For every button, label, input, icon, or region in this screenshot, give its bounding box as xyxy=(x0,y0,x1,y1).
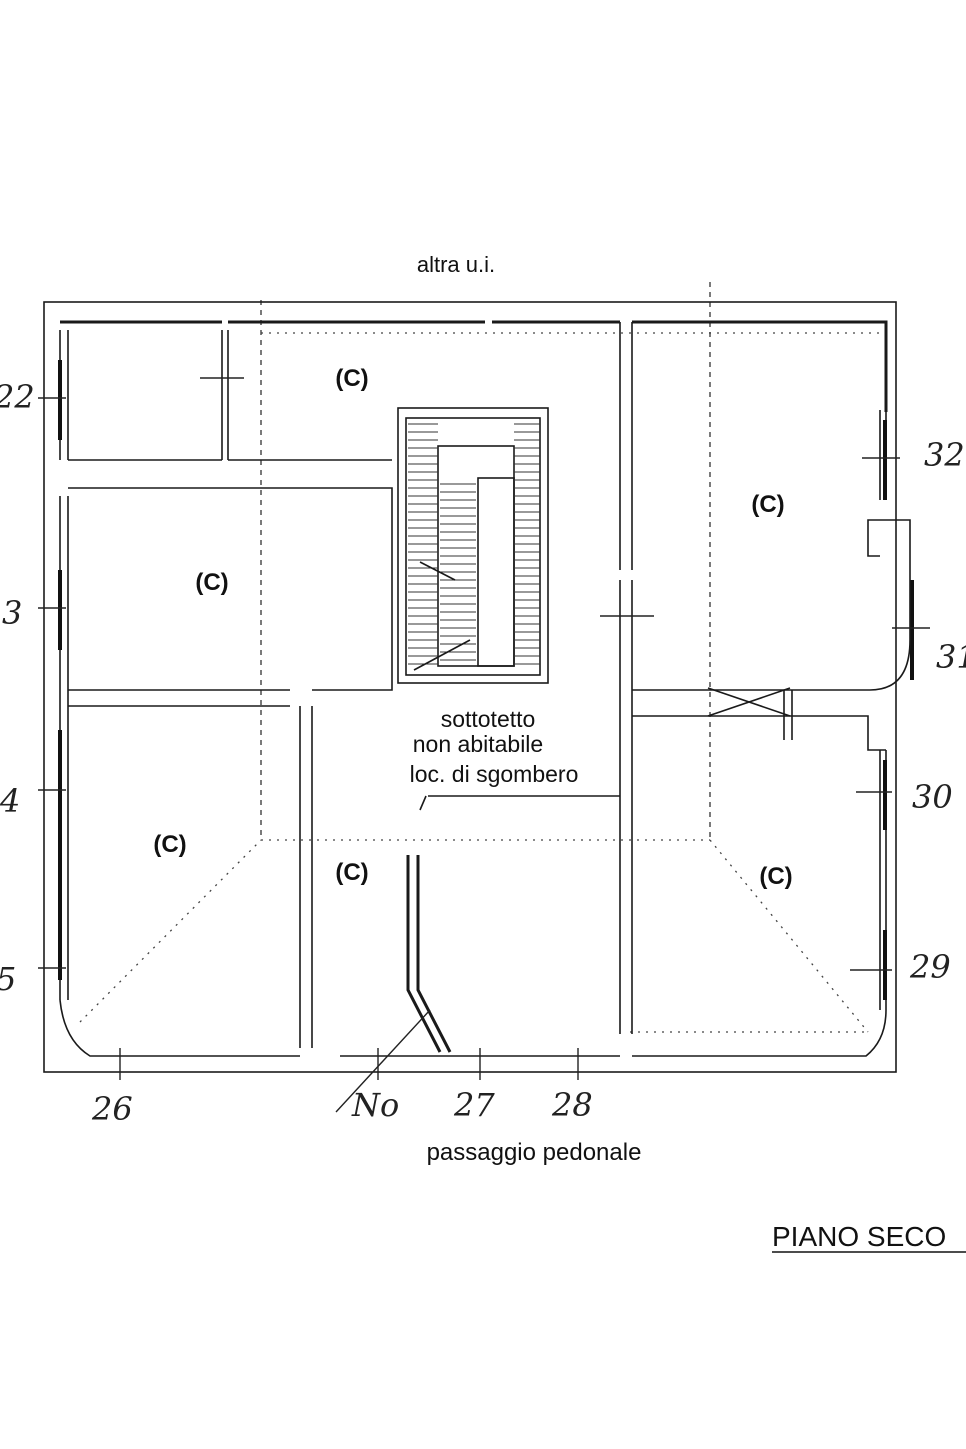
room-code: (C) xyxy=(751,491,784,518)
room-code: (C) xyxy=(153,831,186,858)
attic-note: sottotetto non abitabile loc. di sgomber… xyxy=(410,706,579,787)
window-number: 30 xyxy=(912,778,953,816)
window-number: 22 xyxy=(0,378,35,416)
window-number: 26 xyxy=(91,1090,133,1128)
attic-note-line-3: loc. di sgombero xyxy=(410,761,579,787)
window-number: 5 xyxy=(0,960,16,998)
label-neighbour-unit: altra u.i. xyxy=(417,252,495,277)
window-ticks xyxy=(38,377,930,1080)
attic-note-line-1: sottotetto xyxy=(441,706,536,732)
staircase xyxy=(397,407,549,684)
building-outline xyxy=(43,301,897,1073)
window-number: 3 xyxy=(2,594,22,632)
attic-note-line-2: non abitabile xyxy=(413,731,543,757)
window-number: 29 xyxy=(909,948,951,986)
window-number: No xyxy=(351,1086,399,1124)
window-number: 28 xyxy=(551,1086,593,1124)
room-code: (C) xyxy=(335,365,368,392)
page-title: PIANO SECO xyxy=(772,1221,946,1252)
room-code: (C) xyxy=(335,859,368,886)
label-pedestrian-passage: passaggio pedonale xyxy=(427,1139,642,1166)
reference-lines xyxy=(79,282,880,1033)
window-number: 27 xyxy=(453,1086,495,1124)
service-room xyxy=(707,687,793,740)
exterior-walls xyxy=(58,320,914,1057)
room-code: (C) xyxy=(195,569,228,596)
room-labels: (C) (C) (C) (C) (C) (C) xyxy=(153,365,792,890)
interior-walls xyxy=(68,322,911,1053)
window-number: 32 xyxy=(924,436,965,474)
entrance-marker xyxy=(335,1009,431,1113)
window-number: 4 xyxy=(0,782,20,820)
window-numbers: 22 3 4 5 26 No 27 28 29 30 31 32 xyxy=(0,378,966,1128)
room-code: (C) xyxy=(759,863,792,890)
window-number: 31 xyxy=(936,638,966,676)
